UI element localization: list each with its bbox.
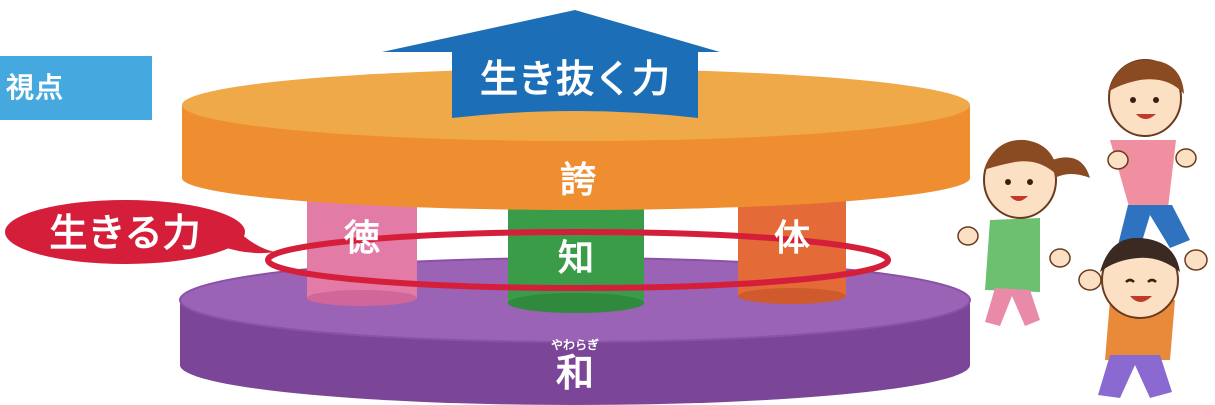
children-illustration <box>957 59 1208 398</box>
top-disc <box>182 69 970 210</box>
child-top-icon <box>1107 59 1197 248</box>
base-disc-label: 和 <box>556 351 594 395</box>
pillar-center-label: 知 <box>558 238 594 279</box>
top-disc-label: 誇 <box>560 160 597 201</box>
callout-bubble <box>5 200 275 264</box>
goal-label: 生き抜く力 <box>480 57 670 101</box>
ring <box>265 229 891 291</box>
viewpoint-label: 視点 <box>0 56 152 120</box>
callout-label: 生きる力 <box>49 211 200 255</box>
base-disc-ruby: やわらぎ <box>551 337 599 352</box>
upward-arrow <box>382 10 720 118</box>
child-bottom-icon <box>1078 237 1208 398</box>
pillar-right-label: 体 <box>774 218 810 259</box>
child-left-icon <box>957 139 1090 326</box>
pillar-left-label: 徳 <box>343 218 380 259</box>
